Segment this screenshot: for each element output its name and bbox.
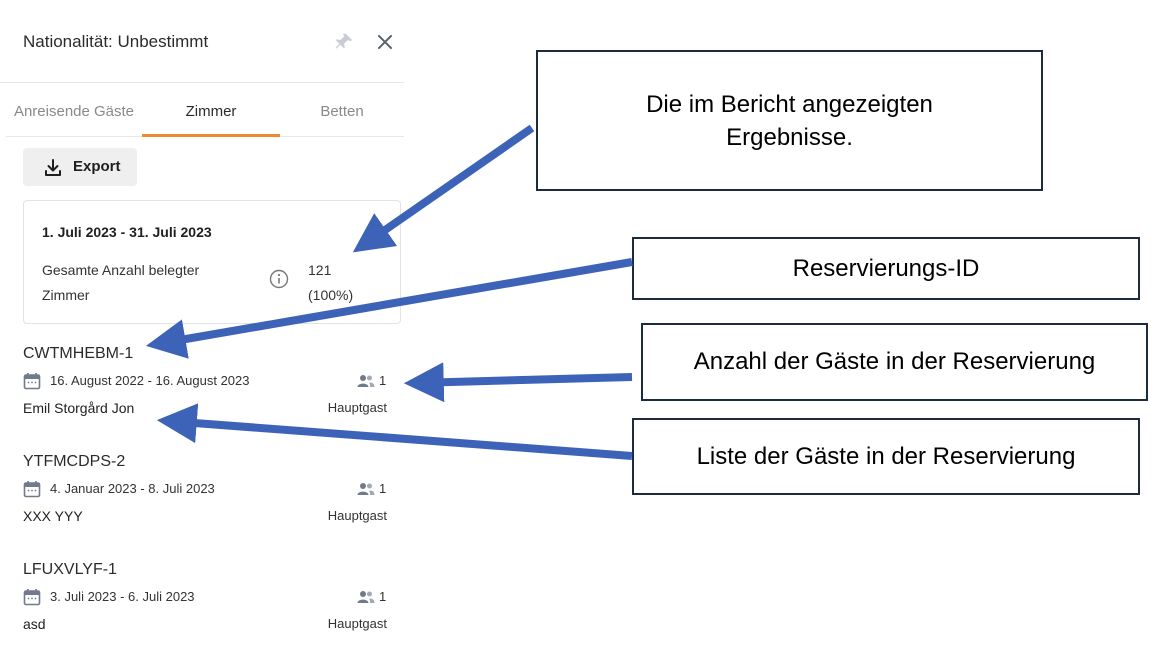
summary-label: Gesamte Anzahl belegter Zimmer xyxy=(42,258,242,308)
close-icon xyxy=(378,35,392,49)
guest-name[interactable]: XXX YYY xyxy=(23,508,83,524)
tab-arriving-guests[interactable]: Anreisende Gäste xyxy=(13,103,135,120)
reservation-guest-count: 1 xyxy=(379,373,387,388)
close-button[interactable] xyxy=(374,31,396,53)
guest-name[interactable]: asd xyxy=(23,616,46,632)
download-icon xyxy=(45,159,61,176)
callout-guest-list: Liste der Gäste in der Reservierung xyxy=(632,418,1140,495)
summary-value: 121 (100%) xyxy=(308,258,353,308)
summary-date-range: 1. Juli 2023 - 31. Juli 2023 xyxy=(42,224,212,240)
summary-card: 1. Juli 2023 - 31. Juli 2023 Gesamte Anz… xyxy=(23,200,401,324)
export-button[interactable]: Export xyxy=(23,148,137,186)
summary-label-line1: Gesamte Anzahl belegter xyxy=(42,262,200,278)
reservation-guest-count: 1 xyxy=(379,589,387,604)
people-icon xyxy=(357,483,375,495)
reservation-id[interactable]: CWTMHEBM-1 xyxy=(23,345,134,362)
reservation-dates: 4. Januar 2023 - 8. Juli 2023 xyxy=(50,481,215,496)
export-label: Export xyxy=(73,158,121,175)
arrow-to-guest-list xyxy=(156,403,633,460)
pin-button[interactable] xyxy=(333,31,355,53)
reservation-dates: 16. August 2022 - 16. August 2023 xyxy=(50,373,250,388)
guest-role: Hauptgast xyxy=(327,508,387,523)
callout-reservation-id: Reservierungs-ID xyxy=(632,237,1140,300)
guest-role: Hauptgast xyxy=(327,616,387,631)
pin-icon xyxy=(335,33,353,49)
callout-results: Die im Bericht angezeigten Ergebnisse. xyxy=(536,50,1043,191)
calendar-icon xyxy=(23,481,41,498)
panel-header: Nationalität: Unbestimmt xyxy=(0,0,404,83)
info-icon[interactable] xyxy=(269,269,289,294)
calendar-icon xyxy=(23,589,41,606)
arrow-to-reservation-id xyxy=(145,258,633,359)
people-icon xyxy=(357,375,375,387)
summary-value-count: 121 xyxy=(308,262,332,278)
summary-value-percent: (100%) xyxy=(308,287,354,303)
tab-rooms[interactable]: Zimmer xyxy=(142,83,280,137)
callout-results-line1: Die im Bericht angezeigten xyxy=(646,91,933,118)
reservation-id[interactable]: YTFMCDPS-2 xyxy=(23,453,126,470)
people-icon xyxy=(357,591,375,603)
reservation-item[interactable]: LFUXVLYF-1 3. Juli 2023 - 6. Juli 2023 1… xyxy=(23,561,393,651)
reservation-dates: 3. Juli 2023 - 6. Juli 2023 xyxy=(50,589,195,604)
reservation-item[interactable]: CWTMHEBM-1 16. August 2022 - 16. August … xyxy=(23,345,393,435)
summary-label-line2: Zimmer xyxy=(42,287,90,303)
tab-beds[interactable]: Betten xyxy=(320,103,364,120)
reservation-id[interactable]: LFUXVLYF-1 xyxy=(23,561,117,578)
guest-role: Hauptgast xyxy=(327,400,387,415)
reservation-item[interactable]: YTFMCDPS-2 4. Januar 2023 - 8. Juli 2023… xyxy=(23,453,393,543)
panel-title: Nationalität: Unbestimmt xyxy=(23,32,209,51)
reservation-guest-count: 1 xyxy=(379,481,387,496)
arrow-to-summary xyxy=(352,124,535,253)
arrow-to-guest-count xyxy=(403,362,633,403)
report-panel: Nationalität: Unbestimmt Anreisende Gäst… xyxy=(0,0,404,647)
calendar-icon xyxy=(23,373,41,390)
guest-name[interactable]: Emil Storgård Jon xyxy=(23,400,135,416)
callout-results-line2: Ergebnisse. xyxy=(726,124,853,151)
tab-bar: Anreisende Gäste Zimmer Betten xyxy=(6,83,404,137)
callout-guest-count: Anzahl der Gäste in der Reservierung xyxy=(641,323,1148,401)
